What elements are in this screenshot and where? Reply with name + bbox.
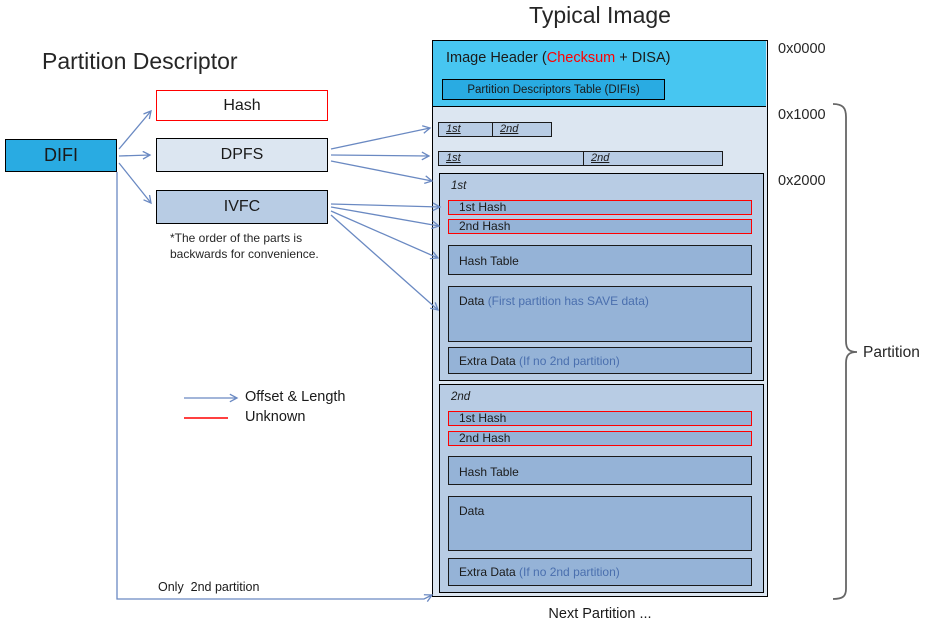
partition-1-extra-data-box: Extra Data (If no 2nd partition) xyxy=(448,347,752,374)
order-note-line1: *The order of the parts is xyxy=(170,231,303,245)
only-2nd-partition-note: Only 2nd partition xyxy=(158,580,260,594)
dpfs-row2-1st-label: 1st xyxy=(446,152,461,164)
arrow-difi-hash xyxy=(118,111,151,150)
arrow-dpfs-partition1 xyxy=(330,160,432,181)
offset-0x0000: 0x0000 xyxy=(778,41,826,57)
left-panel-title: Partition Descriptor xyxy=(42,48,238,74)
legend-unknown-label: Unknown xyxy=(245,409,306,425)
partition-descriptors-table-label: Partition Descriptors Table (DIFIs) xyxy=(467,83,640,96)
arrow-ivfc-hash-table xyxy=(330,210,438,258)
partition-descriptors-table-box: Partition Descriptors Table (DIFIs) xyxy=(442,79,665,100)
partition-2-1st-hash-box: 1st Hash xyxy=(448,411,752,426)
partition-1-data-label: Data (First partition has SAVE data) xyxy=(459,294,649,308)
arrow-difi-ivfc xyxy=(118,162,151,203)
image-header-checksum: Checksum xyxy=(546,50,616,66)
arrow-ivfc-data xyxy=(330,214,438,310)
dpfs-row1-2nd-label: 2nd xyxy=(500,123,519,135)
partition-1-hash-table-box: Hash Table xyxy=(448,245,752,275)
partition-1-extra-data-label: Extra Data (If no 2nd partition) xyxy=(459,354,620,368)
partition-1-container: 1st 1st Hash 2nd Hash Hash Table Data (F… xyxy=(439,173,764,381)
image-header-title: Image Header (Checksum + DISA) xyxy=(446,50,670,66)
offset-0x1000: 0x1000 xyxy=(778,107,826,123)
offset-0x2000: 0x2000 xyxy=(778,173,826,189)
partition-2-data-label: Data xyxy=(459,504,485,518)
order-note: *The order of the parts is backwards for… xyxy=(170,230,319,262)
partition-1-2nd-hash-box: 2nd Hash xyxy=(448,219,752,234)
arrow-ivfc-2nd-hash xyxy=(330,206,439,226)
arrow-dpfs-row1 xyxy=(330,128,430,150)
partition-bracket xyxy=(832,103,858,600)
partition-1-2nd-hash-label: 2nd Hash xyxy=(459,219,511,233)
dpfs-row2-cell-1st: 1st xyxy=(438,151,584,166)
dpfs-label: DPFS xyxy=(220,146,264,163)
hash-box: Hash xyxy=(156,90,328,121)
partition-1-hash-table-label: Hash Table xyxy=(459,254,519,268)
partition-2-container: 2nd 1st Hash 2nd Hash Hash Table Data Ex… xyxy=(439,384,764,593)
order-note-line2: backwards for convenience. xyxy=(170,247,319,261)
partition-2-extra-data-note: (If no 2nd partition) xyxy=(519,565,620,579)
partition-2-2nd-hash-box: 2nd Hash xyxy=(448,431,752,446)
offset-length-arrows xyxy=(116,111,440,599)
hash-label: Hash xyxy=(223,96,261,114)
partition-2-1st-hash-label: 1st Hash xyxy=(459,411,507,425)
dpfs-box: DPFS xyxy=(156,138,328,172)
legend-offset-length-label: Offset & Length xyxy=(245,389,346,405)
partition-1-1st-hash-label: 1st Hash xyxy=(459,200,507,214)
image-header-post: + DISA) xyxy=(615,50,671,66)
arrow-difi-dpfs xyxy=(118,155,150,156)
partition-1-data-note: (First partition has SAVE data) xyxy=(487,294,649,308)
partition-1-1st-hash-box: 1st Hash xyxy=(448,200,752,215)
partition-1-label: 1st xyxy=(451,180,467,192)
dpfs-row2-cell-2nd: 2nd xyxy=(583,151,723,166)
partition-2-2nd-hash-label: 2nd Hash xyxy=(459,431,511,445)
image-header-section: Image Header (Checksum + DISA) Partition… xyxy=(433,41,766,107)
dpfs-row1-cell-1st: 1st xyxy=(438,122,493,137)
partition-2-extra-data-label: Extra Data (If no 2nd partition) xyxy=(459,565,620,579)
partition-2-label: 2nd xyxy=(451,391,471,403)
dpfs-row1-cell-2nd: 2nd xyxy=(492,122,552,137)
image-layout-box: Image Header (Checksum + DISA) Partition… xyxy=(432,40,768,597)
arrow-ivfc-1st-hash xyxy=(330,204,440,207)
image-header-pre: Image Header ( xyxy=(446,50,547,66)
partition-2-data-box: Data xyxy=(448,496,752,551)
dpfs-row1-1st-label: 1st xyxy=(446,123,461,135)
right-panel-title: Typical Image xyxy=(529,2,671,28)
ivfc-label: IVFC xyxy=(223,198,261,215)
partition-1-extra-data-note: (If no 2nd partition) xyxy=(519,354,620,368)
partition-2-extra-data-box: Extra Data (If no 2nd partition) xyxy=(448,558,752,586)
arrow-dpfs-row2 xyxy=(330,155,429,156)
difi-box: DIFI xyxy=(5,139,117,172)
dpfs-row2-2nd-label: 2nd xyxy=(591,152,610,164)
partition-1-data-box: Data (First partition has SAVE data) xyxy=(448,286,752,342)
next-partition-label: Next Partition ... xyxy=(548,606,652,622)
partition-2-hash-table-box: Hash Table xyxy=(448,456,752,485)
ivfc-box: IVFC xyxy=(156,190,328,224)
partition-2-hash-table-label: Hash Table xyxy=(459,465,519,479)
difi-label: DIFI xyxy=(44,145,78,165)
partition-bracket-label: Partition xyxy=(863,344,920,361)
